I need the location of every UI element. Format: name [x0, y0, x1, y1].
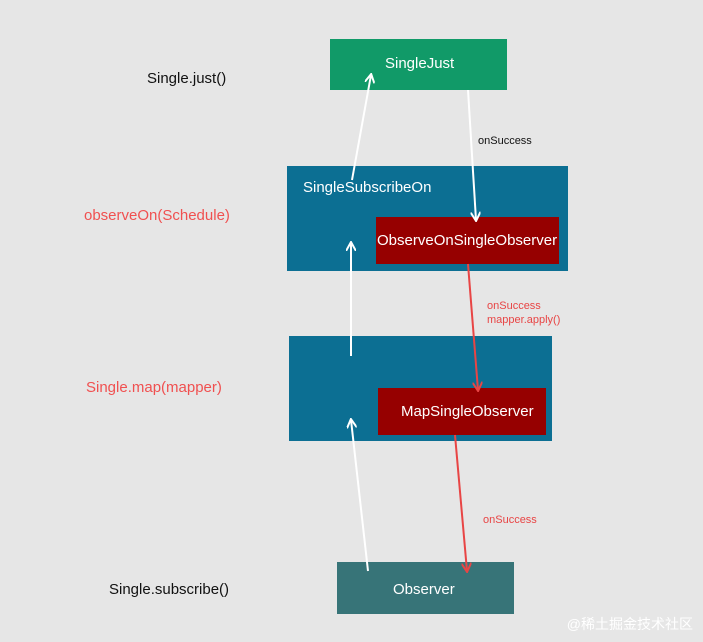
- observer-node: Observer: [337, 562, 514, 614]
- edge-label-on-success-3: onSuccess: [483, 514, 537, 526]
- edge-label-on-success-1: onSuccess: [478, 135, 532, 147]
- arrow-subscribe-subscribeon-to-just: [351, 75, 371, 181]
- edge-label-mapper-apply: mapper.apply(): [487, 314, 561, 326]
- label-single-subscribe: Single.subscribe(): [109, 581, 230, 598]
- map-observer-label: MapSingleObserver: [401, 403, 534, 420]
- label-single-map: Single.map(mapper): [86, 379, 222, 396]
- observe-on-observer-node: ObserveOnSingleObserver: [376, 217, 559, 264]
- single-subscribe-on-label: SingleSubscribeOn: [303, 179, 432, 196]
- single-just-label: SingleJust: [385, 55, 455, 72]
- map-observer-node: MapSingleObserver: [378, 388, 546, 435]
- arrow-success-map-to-observer: [454, 434, 467, 571]
- observer-label: Observer: [393, 581, 455, 598]
- arrow-subscribe-observer-to-map: [351, 420, 369, 572]
- label-observe-on: observeOn(Schedule): [84, 207, 230, 224]
- label-single-just: Single.just(): [147, 70, 227, 87]
- edge-label-on-success-2: onSuccess: [487, 300, 541, 312]
- watermark: @稀土掘金技术社区: [566, 616, 693, 632]
- single-just-node: SingleJust: [330, 39, 507, 90]
- observe-on-observer-label: ObserveOnSingleObserver: [377, 232, 558, 249]
